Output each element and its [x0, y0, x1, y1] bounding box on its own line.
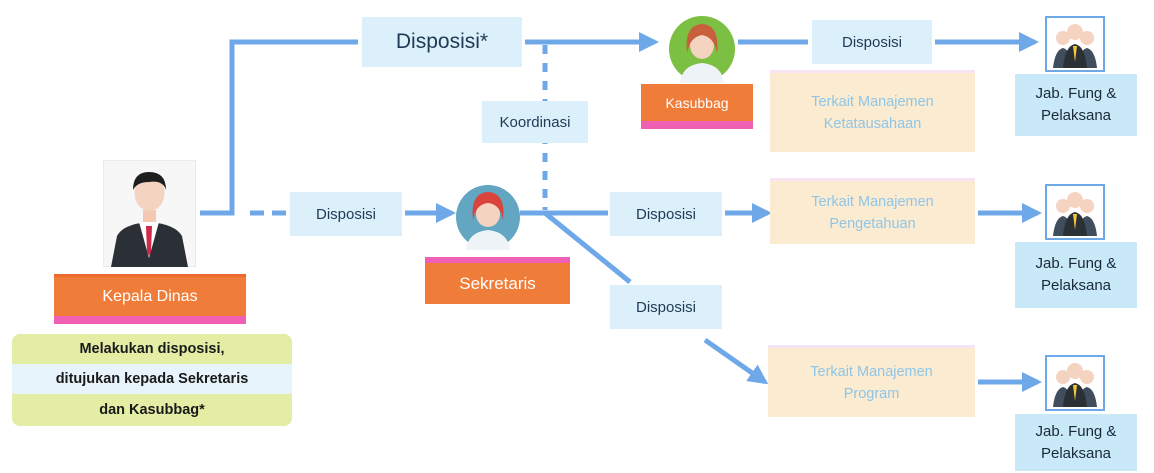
group-people-icon — [1045, 16, 1105, 72]
jab-3-box: Jab. Fung & Pelaksana — [1015, 414, 1137, 471]
disposisi-text-kepala: Disposisi — [315, 205, 376, 223]
topic-2-line-2: Pengetahuan — [829, 215, 916, 232]
kepala-dinas-avatar — [102, 159, 197, 268]
jab-2-icon-wrap — [1045, 184, 1105, 240]
koordinasi-text: Koordinasi — [499, 113, 571, 131]
kasubbag-label: Kasubbag — [665, 94, 729, 111]
businessman-icon — [102, 159, 197, 268]
jab-3-line-2: Pelaksana — [1040, 444, 1112, 462]
disposisi-text-kasubbag: Disposisi — [841, 33, 902, 51]
sekretaris-label: Sekretaris — [459, 273, 536, 293]
disposisi-label-sekretaris: Disposisi — [610, 192, 722, 236]
connector-sekretaris-diagonal — [543, 211, 632, 284]
note-line-3: dan Kasubbag* — [99, 402, 205, 418]
topic-program: Terkait Manajemen Program — [768, 345, 975, 417]
disposisi-star-label: Disposisi* — [362, 17, 522, 67]
disposisi-label-program: Disposisi — [610, 285, 722, 329]
group-people-icon — [1045, 184, 1105, 240]
jab-1-icon-wrap — [1045, 16, 1105, 72]
kepala-dinas-box: Kepala Dinas — [54, 274, 246, 324]
note-line-1: Melakukan disposisi, — [79, 341, 225, 357]
disposisi-label-kepala: Disposisi — [290, 192, 402, 236]
koordinasi-label: Koordinasi — [482, 101, 588, 143]
disposisi-label-kasubbag: Disposisi — [812, 20, 932, 64]
connector-kepala-top — [200, 39, 358, 216]
topic-1-line-2: Ketatausahaan — [823, 115, 922, 132]
disposisi-text-program: Disposisi — [635, 298, 696, 316]
arrow-to-topic-3 — [703, 337, 769, 385]
sekretaris-box: Sekretaris — [425, 257, 570, 304]
kasubbag-box: Kasubbag — [641, 84, 753, 129]
disposisi-text-sekretaris: Disposisi — [635, 205, 696, 223]
jab-1-box: Jab. Fung & Pelaksana — [1015, 74, 1137, 136]
woman-icon — [669, 16, 735, 83]
topic-1-line-1: Terkait Manajemen — [811, 93, 934, 110]
topic-3-line-1: Terkait Manajemen — [810, 363, 933, 380]
sekretaris-avatar — [455, 184, 521, 250]
topic-pengetahuan: Terkait Manajemen Pengetahuan — [770, 178, 975, 244]
topic-2-line-1: Terkait Manajemen — [811, 193, 934, 210]
woman-icon — [456, 185, 520, 250]
group-people-icon — [1045, 355, 1105, 411]
kasubbag-avatar — [668, 15, 736, 83]
note-line-2: ditujukan kepada Sekretaris — [55, 371, 249, 387]
topic-ketatausahaan: Terkait Manajemen Ketatausahaan — [770, 70, 975, 152]
jab-3-icon-wrap — [1045, 355, 1105, 411]
jab-1-line-1: Jab. Fung & — [1035, 85, 1117, 102]
topic-3-line-2: Program — [843, 385, 900, 402]
jab-2-line-1: Jab. Fung & — [1035, 255, 1117, 272]
note-box: Melakukan disposisi, ditujukan kepada Se… — [12, 334, 292, 426]
jab-1-line-2: Pelaksana — [1040, 107, 1112, 124]
disposisi-star-text: Disposisi* — [395, 30, 489, 53]
jab-2-box: Jab. Fung & Pelaksana — [1015, 242, 1137, 308]
jab-2-line-2: Pelaksana — [1040, 277, 1112, 294]
jab-3-line-1: Jab. Fung & — [1035, 422, 1117, 440]
kepala-dinas-label: Kepala Dinas — [102, 287, 198, 305]
